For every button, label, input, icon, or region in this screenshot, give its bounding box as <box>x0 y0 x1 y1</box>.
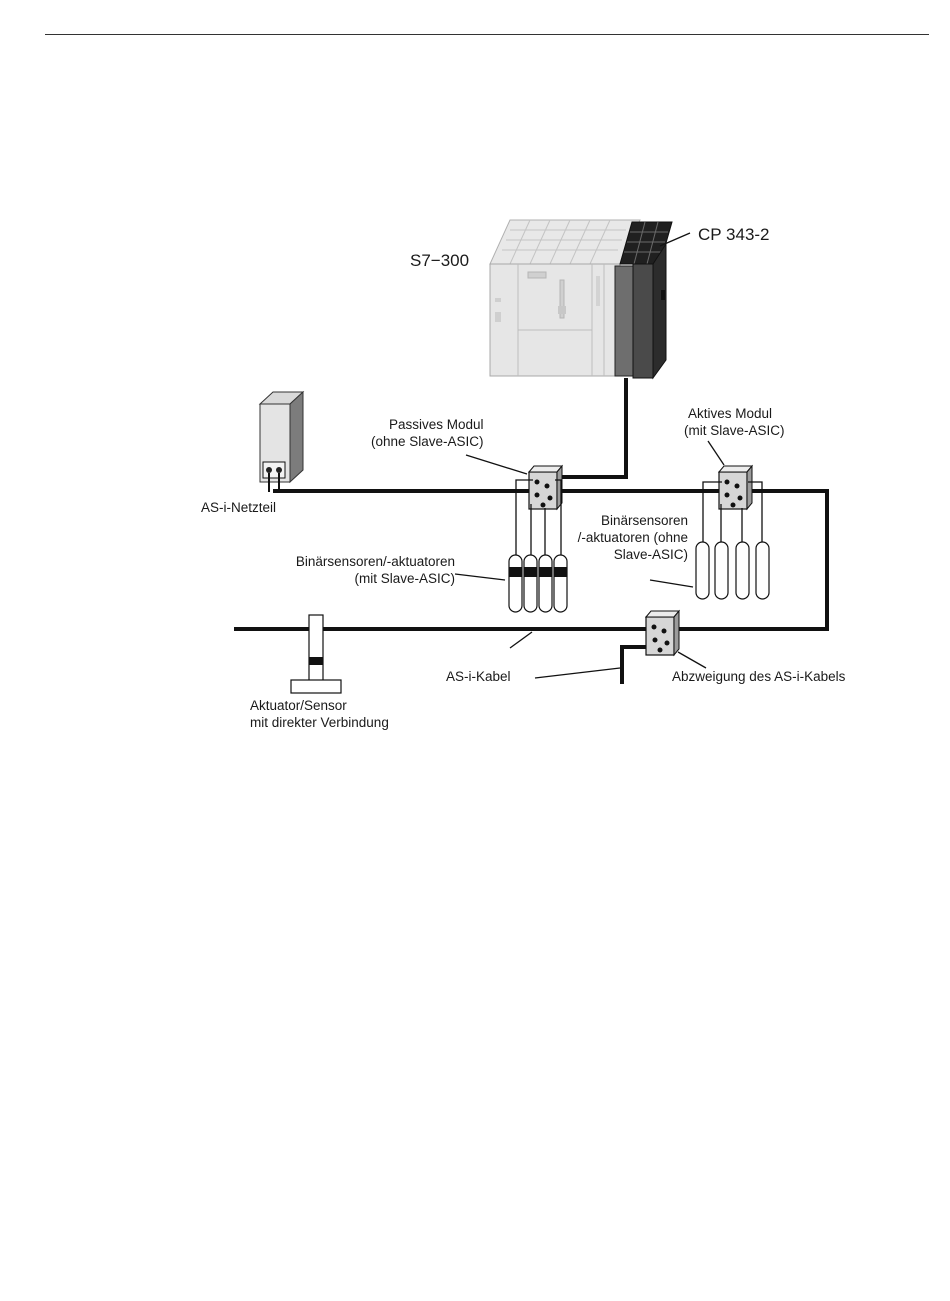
sensors-with-slave-asic <box>509 555 567 612</box>
label-abzweigung: Abzweigung des AS-i-Kabels <box>672 669 846 684</box>
passive-module <box>529 466 562 509</box>
label-aktives-modul: Aktives Modul <box>688 406 772 421</box>
label-binaer-ohne-3: Slave-ASIC) <box>614 547 688 562</box>
label-binaer-slave: Binärsensoren/-aktuatoren <box>296 554 455 569</box>
sensor-slave-asic-3 <box>539 555 552 612</box>
label-binaer-ohne-2: /-aktuatoren (ohne <box>578 530 688 545</box>
label-passives-modul: Passives Modul <box>389 417 484 432</box>
label-cp-343-2: CP 343-2 <box>698 225 770 244</box>
active-module <box>719 466 752 509</box>
sensor-plain-4 <box>756 542 769 599</box>
label-aktuator-sub: mit direkter Verbindung <box>250 715 389 730</box>
as-i-power-supply <box>260 392 303 482</box>
sensor-slave-asic-1 <box>509 555 522 612</box>
sensors-without-slave-asic <box>696 542 769 599</box>
sensor-plain-3 <box>736 542 749 599</box>
branch-module <box>646 611 679 655</box>
label-kabel: AS-i-Kabel <box>446 669 511 684</box>
label-aktives-modul-sub: (mit Slave-ASIC) <box>684 423 785 438</box>
sensor-slave-asic-2 <box>524 555 537 612</box>
label-passives-modul-sub: (ohne Slave-ASIC) <box>371 434 484 449</box>
sensor-plain-2 <box>715 542 728 599</box>
label-s7-300: S7−300 <box>410 251 469 270</box>
label-aktuator: Aktuator/Sensor <box>250 698 347 713</box>
label-netzteil: AS-i-Netzteil <box>201 500 276 515</box>
sensor-plain-1 <box>696 542 709 599</box>
label-binaer-ohne: Binärsensoren <box>601 513 688 528</box>
label-binaer-slave-sub: (mit Slave-ASIC) <box>354 571 455 586</box>
actuator-sensor-direct <box>291 615 341 693</box>
sensor-slave-asic-4 <box>554 555 567 612</box>
